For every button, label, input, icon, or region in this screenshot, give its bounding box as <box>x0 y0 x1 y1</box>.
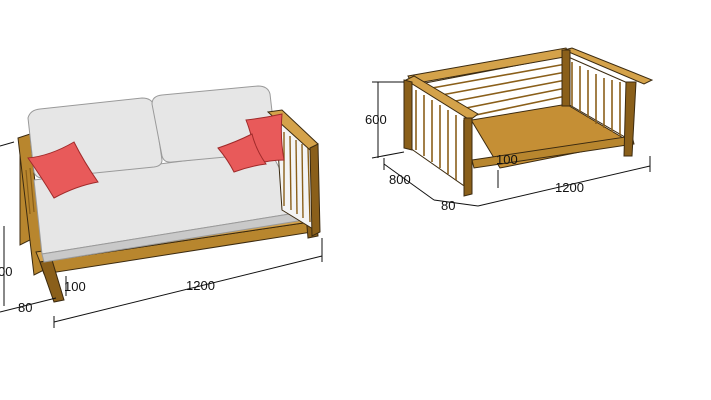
sofa-dimension-leg: 80 <box>0 297 57 315</box>
sofa-leg-label: 80 <box>18 300 32 315</box>
frame-left-front-leg <box>463 117 473 197</box>
frame-depth-label: 800 <box>389 172 411 187</box>
sofa-frame: 600 800 80 1200 100 <box>365 47 654 213</box>
sofa-dimension-clearance: 100 <box>64 276 86 296</box>
frame-front-rail <box>471 135 635 169</box>
frame-right-front-leg <box>623 81 637 157</box>
sofa-pillow-right-front <box>217 133 267 173</box>
sofa-with-cushions: 1200 80 100 00 <box>0 85 323 328</box>
sofa-height-label: 00 <box>0 264 12 279</box>
frame-dimension-depth: 800 <box>383 158 435 201</box>
frame-dimension-height: 600 <box>365 81 405 159</box>
frame-right-arm-slats <box>571 62 621 136</box>
sofa-length-label: 1200 <box>186 278 215 293</box>
frame-height-label: 600 <box>365 112 387 127</box>
frame-dimension-clearance: 100 <box>496 152 518 188</box>
frame-dimension-leg: 80 <box>433 198 479 213</box>
sofa-right-arm-post <box>309 143 321 237</box>
frame-right-arm-top <box>562 47 654 85</box>
frame-length-label: 1200 <box>555 180 584 195</box>
frame-leg-label: 80 <box>441 198 455 213</box>
sofa-right-arm-slats <box>283 132 311 223</box>
frame-dimension-length: 1200 <box>477 156 651 207</box>
sofa-clearance-label: 100 <box>64 279 86 294</box>
sofa-pillow-left <box>27 141 99 199</box>
frame-left-rear-leg <box>403 79 413 151</box>
sofa-dimension-length: 1200 <box>53 238 323 328</box>
frame-left-arm-top <box>404 75 479 121</box>
sofa-dimension-height: 00 <box>0 141 15 306</box>
frame-clearance-label: 100 <box>496 152 518 167</box>
frame-right-rear-leg <box>561 49 571 107</box>
sofa-left-arm-slats <box>25 167 35 215</box>
